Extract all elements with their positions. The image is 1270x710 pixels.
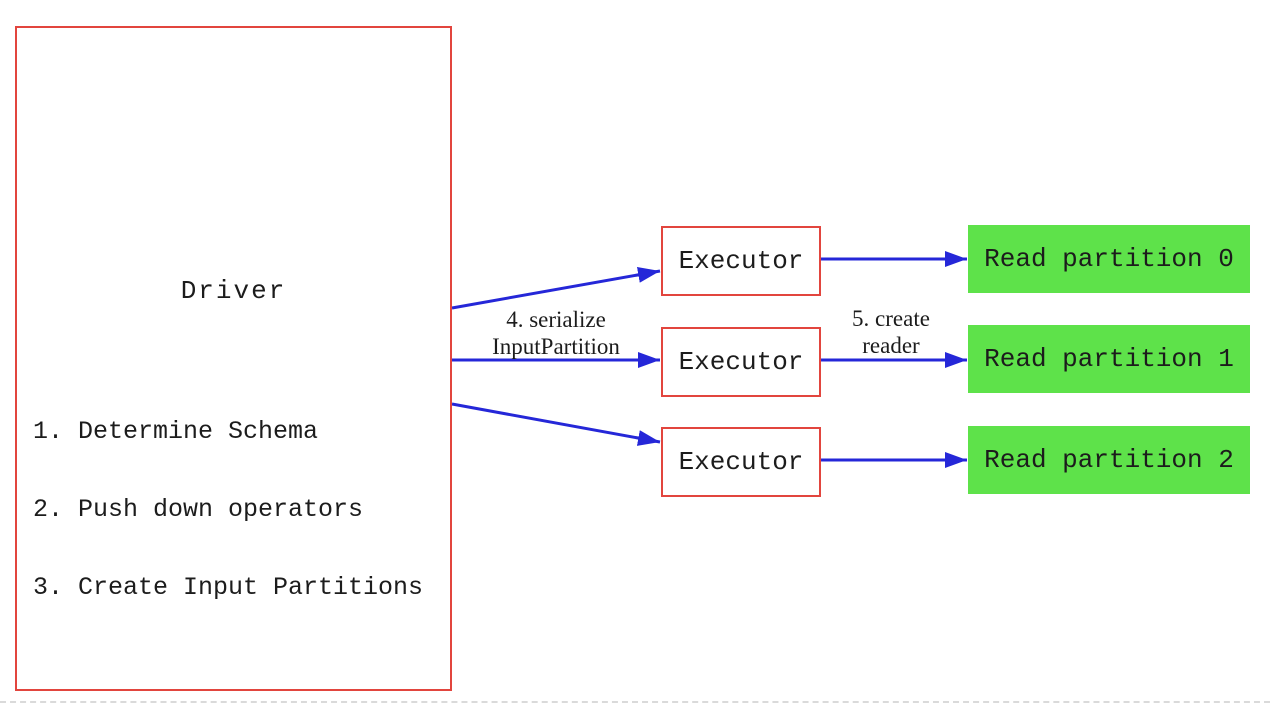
page-bottom-dashed-line bbox=[0, 701, 1270, 703]
driver-steps: 1. Determine Schema 2. Push down operato… bbox=[33, 367, 423, 653]
arrow-driver-to-executor-2 bbox=[451, 402, 661, 446]
executor-label-0: Executor bbox=[678, 246, 804, 276]
edge-label-create-reader: 5. create reader bbox=[811, 305, 971, 359]
partition-box-2: Read partition 2 bbox=[968, 426, 1250, 494]
executor-box-0: Executor bbox=[661, 226, 821, 296]
arrow-driver-to-executor-0 bbox=[451, 266, 661, 310]
executor-label-2: Executor bbox=[678, 447, 804, 477]
edge-label-create-reader-line1: 5. create bbox=[852, 306, 930, 331]
executor-box-1: Executor bbox=[661, 327, 821, 397]
partition-label-0: Read partition 0 bbox=[984, 244, 1234, 274]
edge-label-serialize-line1: 4. serialize bbox=[506, 307, 606, 332]
partition-box-1: Read partition 1 bbox=[968, 325, 1250, 393]
driver-step-2: 2. Push down operators bbox=[33, 495, 364, 524]
driver-box: Driver 1. Determine Schema 2. Push down … bbox=[15, 26, 452, 691]
partition-label-1: Read partition 1 bbox=[984, 344, 1234, 374]
edge-label-serialize: 4. serialize InputPartition bbox=[446, 306, 666, 360]
edge-label-serialize-line2: InputPartition bbox=[492, 334, 620, 359]
executor-box-2: Executor bbox=[661, 427, 821, 497]
driver-step-1: 1. Determine Schema bbox=[33, 417, 319, 446]
partition-box-0: Read partition 0 bbox=[968, 225, 1250, 293]
driver-step-3: 3. Create Input Partitions bbox=[33, 573, 424, 602]
partition-label-2: Read partition 2 bbox=[984, 445, 1234, 475]
edge-label-create-reader-line2: reader bbox=[862, 333, 920, 358]
driver-title: Driver bbox=[180, 276, 287, 306]
executor-label-1: Executor bbox=[678, 347, 804, 377]
